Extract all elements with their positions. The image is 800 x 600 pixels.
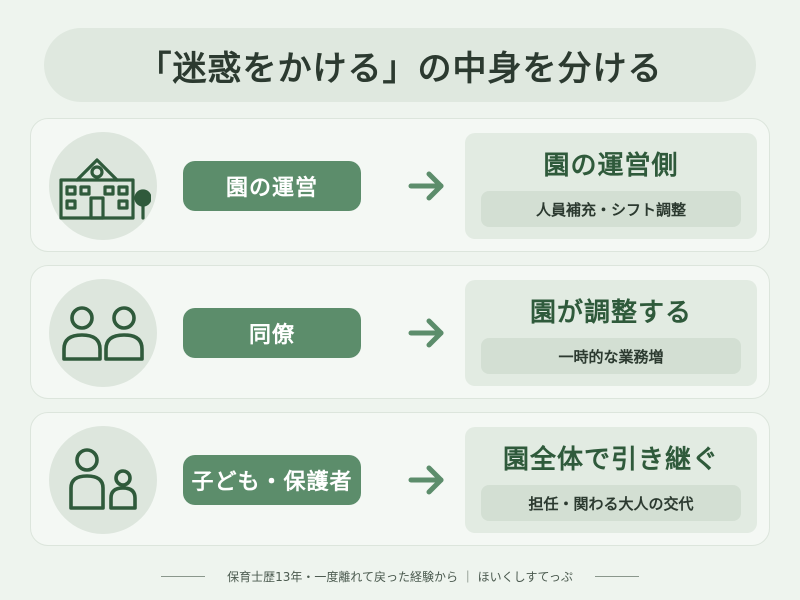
two-people-icon — [49, 279, 157, 387]
row-operations: 園の運営 園の運営側 人員補充・シフト調整 — [30, 118, 770, 252]
footer-divider-left — [161, 575, 206, 577]
result-subtitle: 人員補充・シフト調整 — [481, 191, 741, 227]
school-building-icon — [49, 132, 157, 240]
result-subtitle: 一時的な業務増 — [481, 338, 741, 374]
result-title: 園全体で引き継ぐ — [502, 445, 719, 475]
arrow-right-icon — [408, 318, 444, 348]
result-title: 園が調整する — [529, 298, 692, 328]
result-box: 園の運営側 人員補充・シフト調整 — [465, 133, 757, 239]
result-title: 園の運営側 — [543, 151, 679, 181]
page-title: 「迷惑をかける」の中身を分ける — [44, 28, 756, 102]
arrow-right-icon — [408, 171, 444, 201]
row-colleagues: 同僚 園が調整する 一時的な業務増 — [30, 265, 770, 399]
adult-child-icon — [49, 426, 157, 534]
result-box: 園全体で引き継ぐ 担任・関わる大人の交代 — [465, 427, 757, 533]
arrow-right-icon — [408, 465, 444, 495]
row-children-parents: 子ども・保護者 園全体で引き継ぐ 担任・関わる大人の交代 — [30, 412, 770, 546]
footer-text: 保育士歴13年・一度離れて戻った経験から ｜ ほいくしすてっぷ — [227, 569, 573, 584]
category-label: 同僚 — [183, 308, 361, 358]
footer: 保育士歴13年・一度離れて戻った経験から ｜ ほいくしすてっぷ — [0, 566, 800, 586]
category-label: 子ども・保護者 — [183, 455, 361, 505]
category-label: 園の運営 — [183, 161, 361, 211]
footer-divider-right — [594, 575, 639, 577]
result-subtitle: 担任・関わる大人の交代 — [481, 485, 741, 521]
result-box: 園が調整する 一時的な業務増 — [465, 280, 757, 386]
